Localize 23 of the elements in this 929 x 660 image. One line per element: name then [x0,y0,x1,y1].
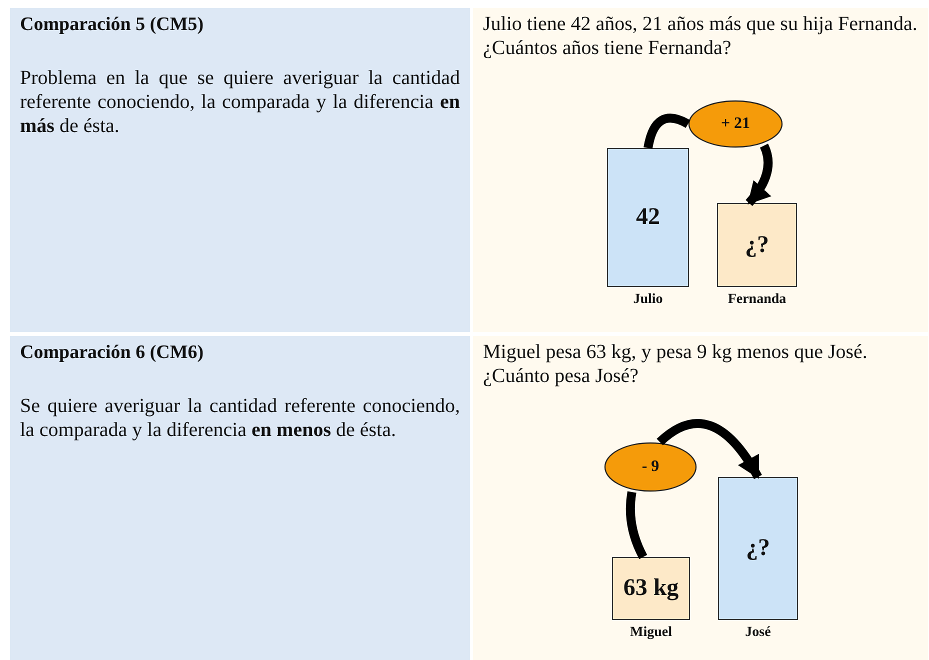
problem-text: Julio tiene 42 años, 21 años más que su hija Fernanda. ¿Cuántos años tiene Fernanda? [483,12,918,60]
description-text: Problema en la que se quiere averiguar la cantidad referente conociendo, la comparada y la diferencia en más de ésta. [20,66,460,138]
bar-name: José [745,625,771,640]
problem-panel [473,8,928,332]
quantity-value: ¿? [746,535,770,562]
curved-arrow [656,419,762,480]
quantity-value: ¿? [745,232,769,258]
problem-panel [473,336,928,660]
difference-value: + 21 [720,115,750,133]
description-text: Se quiere averiguar la cantidad referente conociendo, la comparada y la diferencia en menos de ésta. [20,394,460,442]
quantity-value: 42 [636,204,660,231]
problem-text: Miguel pesa 63 kg, y pesa 9 kg menos que José. ¿Cuánto pesa José? [483,340,868,388]
difference-ellipse [604,442,697,492]
quantity-value: 63 kg [623,575,679,602]
section-heading: Comparación 5 (CM5) [20,14,204,36]
bar-name: Fernanda [728,292,786,307]
description-panel [10,336,470,660]
bar-name: Miguel [630,625,672,640]
difference-ellipse [688,100,783,148]
difference-value: - 9 [642,458,660,476]
description-panel [10,8,470,332]
section-heading: Comparación 6 (CM6) [20,342,204,364]
bar-name: Julio [633,292,663,307]
